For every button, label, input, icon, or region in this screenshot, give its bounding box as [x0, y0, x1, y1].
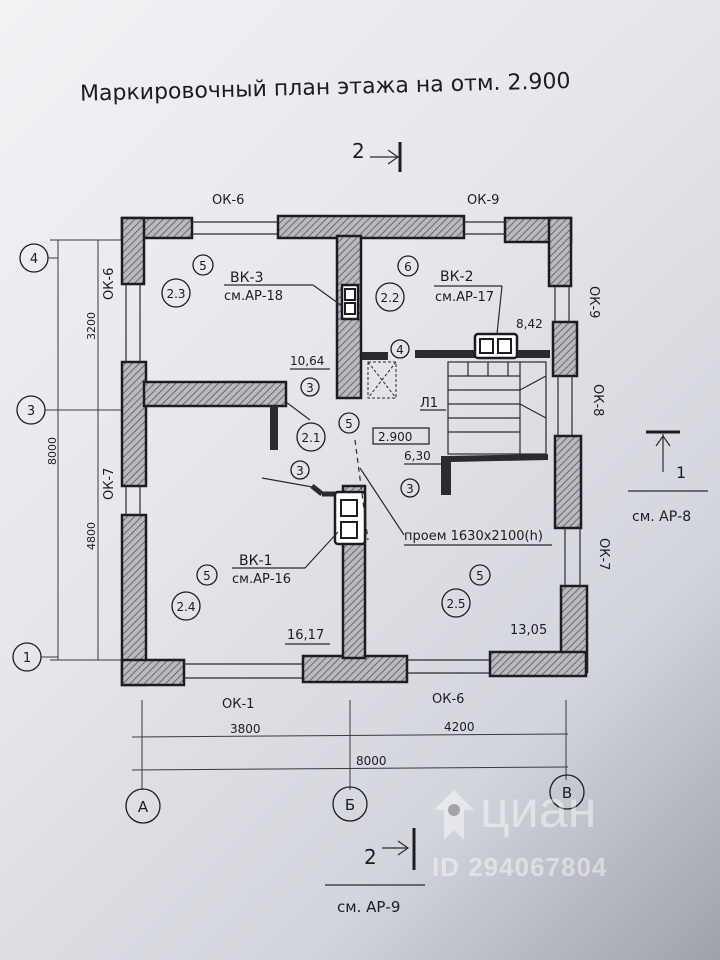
plan-title: Маркировочный план этажа на отм. 2.900 — [80, 69, 571, 107]
room-area: 13,05 — [510, 623, 547, 638]
exterior-walls — [120, 214, 589, 687]
axis-col-a: А — [125, 788, 161, 824]
watermark-brand: циан — [480, 781, 597, 839]
axis-label: 3 — [27, 404, 35, 419]
watermark: циан ID 294067804 — [432, 782, 672, 892]
axis-label: 1 — [23, 651, 31, 666]
house-pin-icon — [434, 790, 474, 840]
level-mark: 2.900 — [372, 427, 430, 445]
opening-line — [354, 439, 369, 541]
vent-block-vk3 — [340, 283, 360, 321]
section-mark-top: 2 — [352, 139, 402, 172]
room-2-3: 2.3 5 10,64 — [161, 254, 330, 370]
bottom-dimension-chain: 3800 4200 8000 — [131, 700, 569, 790]
window-openings — [125, 221, 581, 679]
section-number-top: 2 — [352, 139, 365, 163]
stair-label: Л1 — [420, 396, 438, 411]
finish-mark: 5 — [476, 569, 484, 583]
svg-text:ВК-2: ВК-2 — [440, 269, 474, 285]
room-id: 2.2 — [380, 291, 399, 305]
dim-left-bottom: 4800 — [85, 522, 98, 550]
room-area: 16,17 — [287, 628, 324, 643]
leader-2-1 — [285, 401, 311, 421]
opening-label: проем 1630х2100(h) — [359, 467, 552, 546]
room-2-4: 2.4 5 16,17 — [171, 564, 330, 645]
finish-mark: 6 — [404, 260, 412, 274]
room-area: 6,30 — [404, 449, 431, 463]
axis-label: Б — [345, 796, 355, 814]
room-2-2: 2.2 6 8,42 — [375, 255, 543, 331]
vent-label-vk2: ВК-2 см.АР-17 — [434, 269, 503, 335]
window-label-bottom-right: ОК-6 — [432, 692, 464, 707]
section-number-bottom: 2 — [364, 845, 377, 869]
section-ref-right: см. АР-8 — [632, 509, 691, 525]
section-mark-right: 1 см. АР-8 — [628, 430, 708, 525]
svg-text:см.АР-16: см.АР-16 — [232, 572, 291, 587]
vent-block-vk2 — [473, 332, 519, 360]
window-label-right-lower: ОК-7 — [596, 538, 611, 570]
room-2-5: 2.5 5 13,05 — [441, 564, 547, 638]
room-id: 2.5 — [446, 597, 465, 611]
door-mark-1: 3 — [300, 377, 320, 397]
vent-label-vk1: ВК-1 см.АР-16 — [232, 531, 339, 587]
left-dimension-chain: 8000 3200 4800 — [46, 239, 130, 661]
dim-bottom-total: 8000 — [356, 754, 387, 768]
watermark-id: ID 294067804 — [432, 852, 608, 882]
room-2-1: 2.1 5 6,30 — [296, 412, 442, 465]
section-ref-bottom: см. АР-9 — [337, 898, 400, 916]
axis-row-1: 1 — [12, 642, 58, 672]
door-mark-3: 3 — [400, 478, 420, 498]
dim-bottom-left: 3800 — [230, 722, 261, 736]
axis-col-v: В — [549, 774, 585, 810]
finish-mark: 5 — [199, 259, 207, 273]
vent-label-vk3: ВК-3 см.АР-18 — [224, 270, 343, 307]
section-number-right: 1 — [676, 463, 686, 482]
window-label-right-middle: ОК-8 — [590, 384, 605, 416]
window-label-top-right: ОК-9 — [467, 193, 499, 208]
svg-text:4: 4 — [396, 343, 404, 357]
vent-block-vk1 — [333, 490, 367, 546]
axis-label: В — [562, 784, 572, 802]
svg-text:см.АР-17: см.АР-17 — [435, 290, 494, 305]
window-label-bottom-left: ОК-1 — [222, 697, 254, 712]
room-id: 2.1 — [301, 431, 320, 445]
svg-text:см.АР-18: см.АР-18 — [224, 289, 283, 304]
door-mark-2: 3 — [261, 460, 319, 489]
room-area: 10,64 — [290, 354, 324, 368]
window-label-left-upper: ОК-6 — [102, 268, 117, 300]
svg-text:проем 1630х2100(h): проем 1630х2100(h) — [404, 529, 543, 544]
dim-left-total: 8000 — [46, 437, 59, 465]
floor-mark: 4 — [390, 339, 410, 359]
axis-label: А — [138, 798, 149, 816]
window-label-left-lower: ОК-7 — [102, 468, 117, 500]
room-area: 8,42 — [516, 317, 543, 331]
finish-mark: 5 — [345, 417, 353, 431]
room-id: 2.3 — [166, 287, 185, 301]
shaft-box — [367, 361, 397, 399]
section-mark-bottom: 2 см. АР-9 — [325, 828, 425, 916]
svg-text:3: 3 — [406, 482, 414, 496]
axis-col-b: Б — [332, 786, 368, 822]
svg-text:3: 3 — [296, 464, 304, 478]
axis-row-4: 4 — [19, 243, 58, 273]
svg-text:3: 3 — [306, 381, 314, 395]
window-label-top-left: ОК-6 — [212, 193, 244, 208]
window-label-right-upper: ОК-9 — [586, 286, 601, 318]
axis-label: 4 — [30, 252, 38, 267]
dim-bottom-right: 4200 — [444, 720, 475, 734]
dim-left-top: 3200 — [85, 312, 98, 340]
finish-mark: 5 — [203, 569, 211, 583]
svg-text:2.900: 2.900 — [378, 430, 412, 444]
axis-row-3: 3 — [16, 395, 130, 425]
svg-text:ВК-3: ВК-3 — [230, 270, 264, 286]
svg-text:ВК-1: ВК-1 — [239, 553, 273, 569]
stair — [447, 361, 547, 455]
room-id: 2.4 — [176, 600, 195, 614]
